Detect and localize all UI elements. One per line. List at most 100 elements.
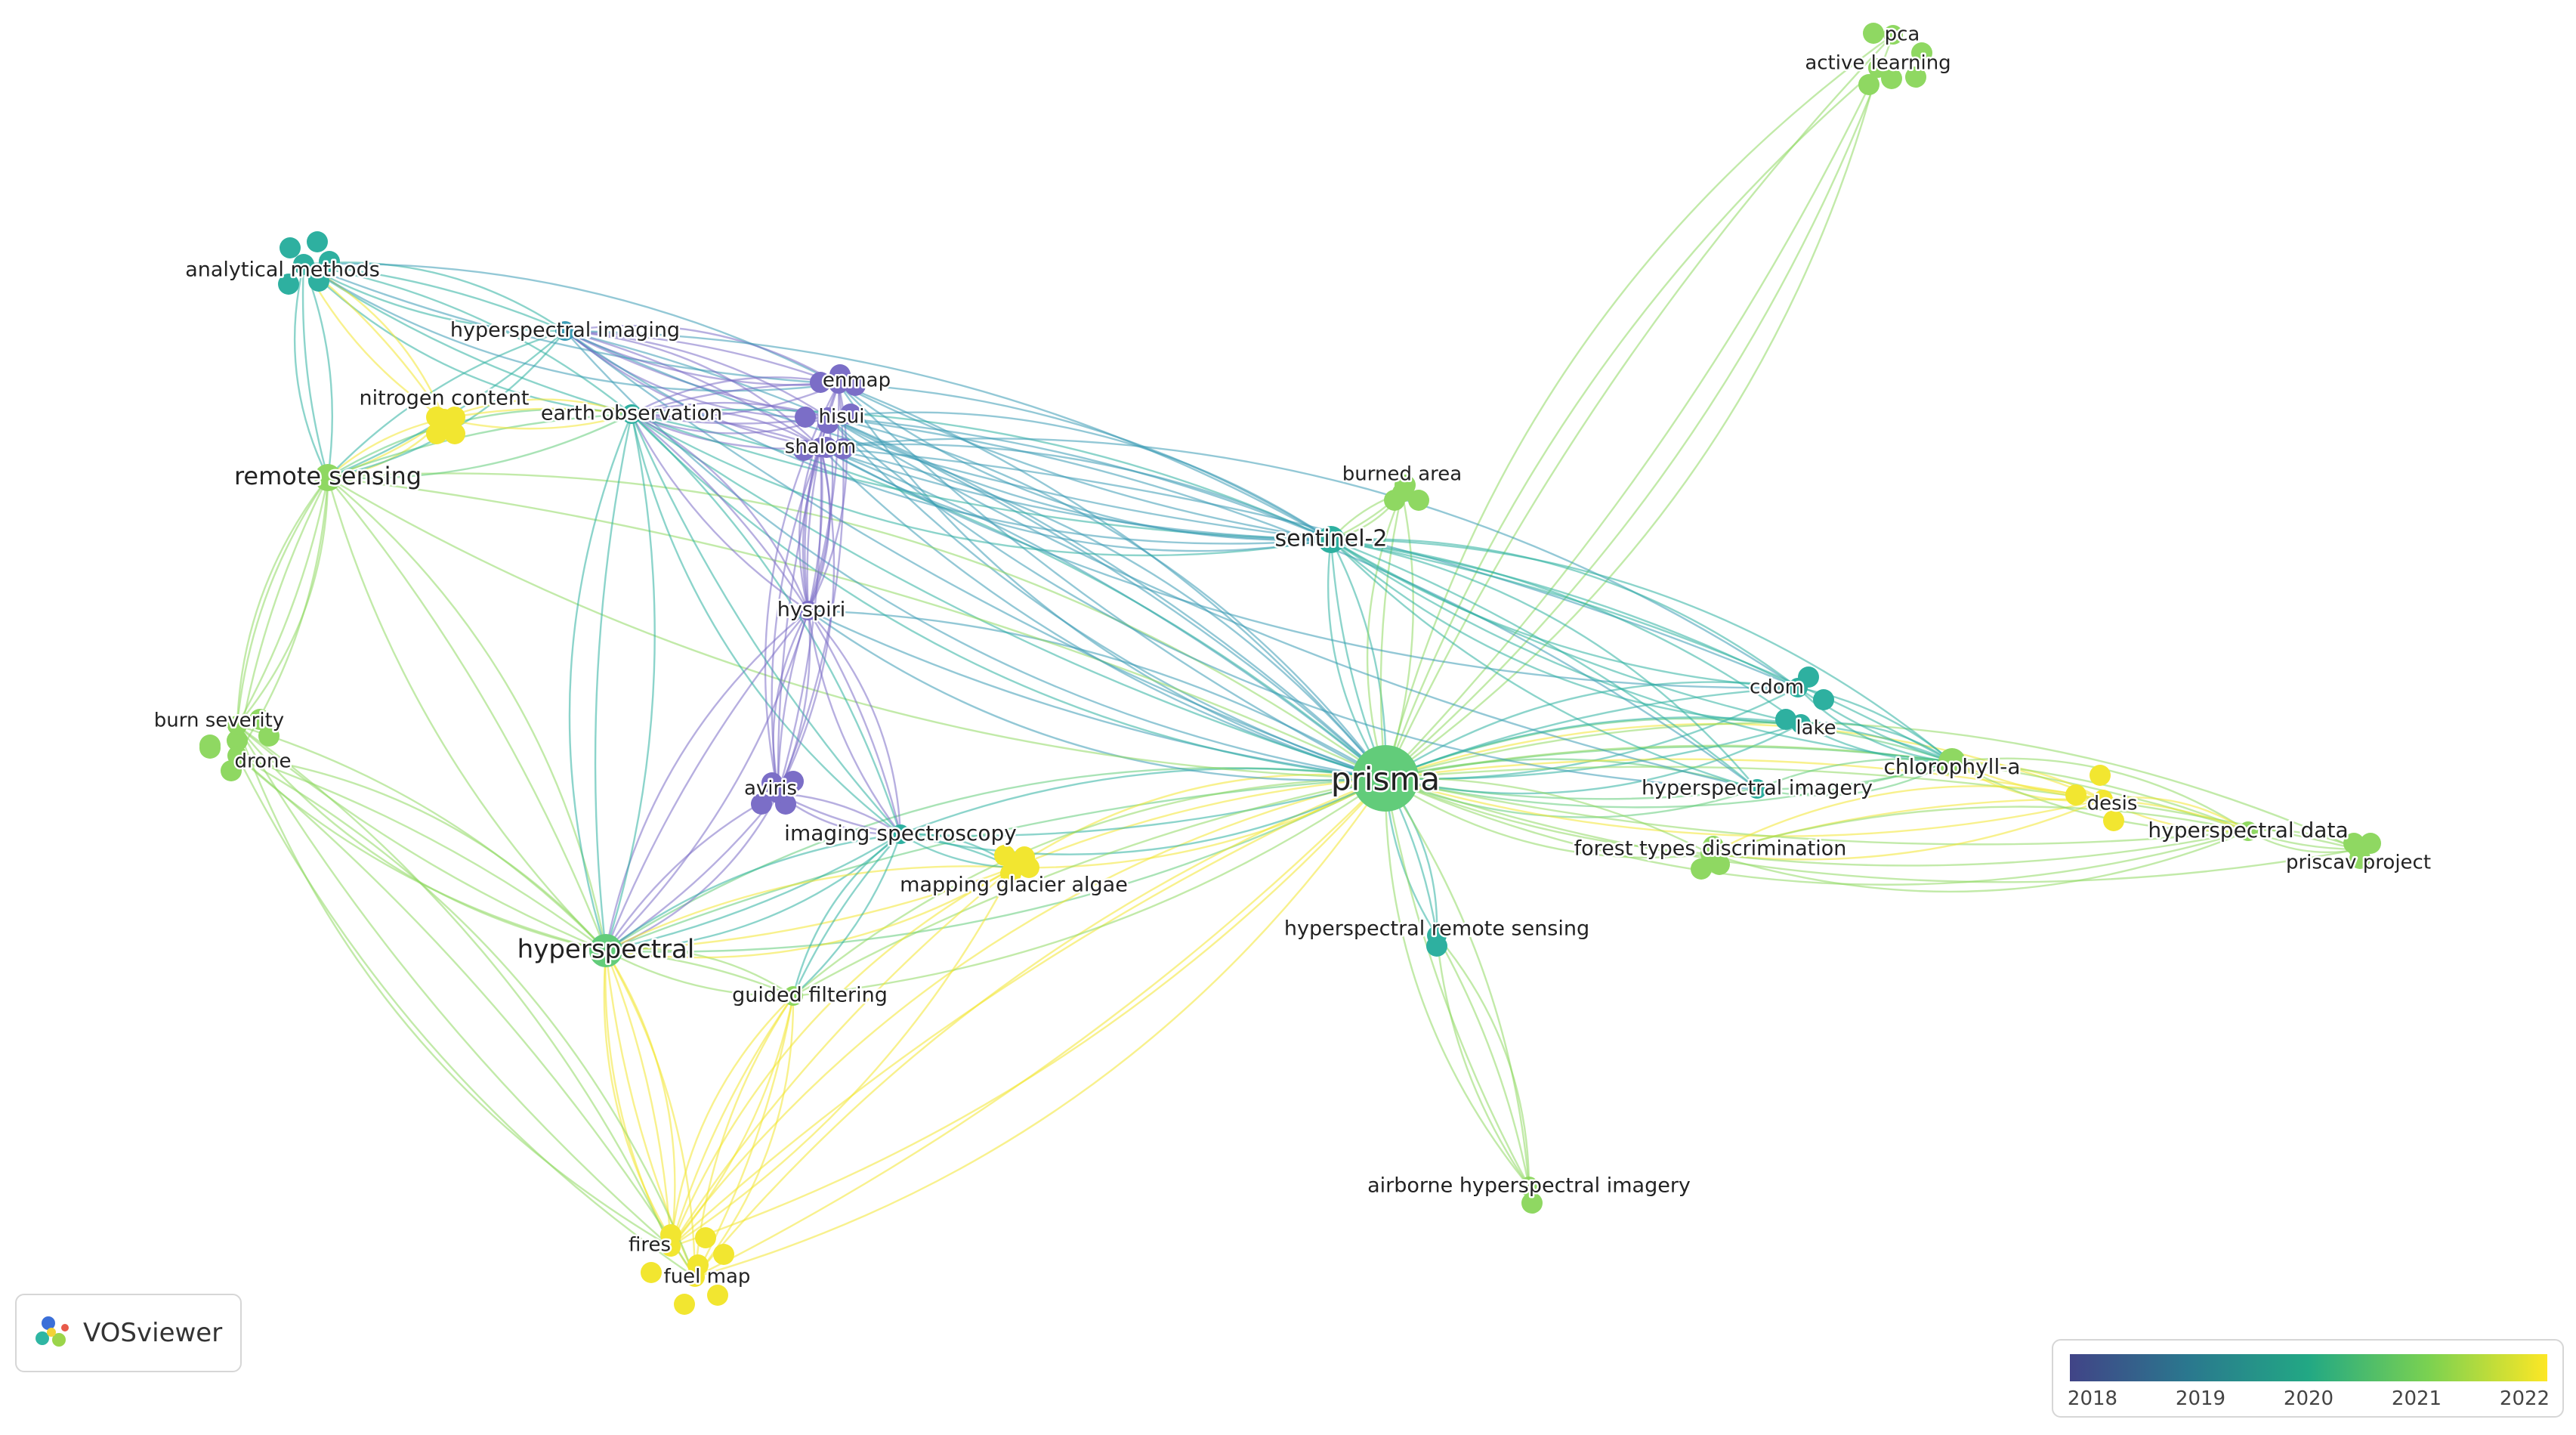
node-drone[interactable] — [227, 746, 247, 765]
node-cluster-dot[interactable] — [832, 438, 854, 459]
node-hyperspectral-imagery[interactable] — [1747, 779, 1767, 799]
node-cluster-dot[interactable] — [751, 793, 772, 815]
node-analytical-methods[interactable] — [294, 255, 314, 274]
node-cluster-dot[interactable] — [444, 423, 465, 444]
node-nitrogen-content[interactable] — [434, 409, 454, 428]
label-hyperspectral-imagery[interactable]: hyperspectral imagery — [1639, 775, 1874, 802]
node-guided-filtering[interactable] — [783, 986, 803, 1006]
node-cluster-dot[interactable] — [810, 372, 831, 393]
node-cluster-dot[interactable] — [1775, 709, 1796, 730]
node-fires[interactable] — [661, 1237, 681, 1257]
node-hyperspectral-imaging[interactable] — [555, 321, 575, 341]
node-cluster-dot[interactable] — [1905, 66, 1926, 88]
node-enmap[interactable] — [829, 374, 848, 394]
label-chlorophyll-a[interactable]: chlorophyll-a — [1882, 753, 2022, 781]
node-lake[interactable] — [1791, 714, 1811, 734]
label-fuel-map[interactable]: fuel map — [662, 1263, 752, 1290]
label-enmap[interactable]: enmap — [820, 367, 892, 394]
node-forest-types-discrimination[interactable] — [1700, 844, 1720, 864]
node-cluster-dot[interactable] — [280, 237, 301, 258]
node-cluster-dot[interactable] — [1881, 68, 1902, 89]
label-fires[interactable]: fires — [626, 1232, 672, 1258]
node-cluster-dot[interactable] — [2065, 784, 2086, 806]
node-priscav-project[interactable] — [2349, 840, 2368, 859]
label-drone[interactable]: drone — [233, 748, 293, 775]
node-cluster-dot[interactable] — [308, 271, 329, 292]
label-pca[interactable]: pca — [1883, 21, 1922, 48]
node-cluster-dot[interactable] — [713, 1244, 734, 1265]
label-priscav-project[interactable]: priscav project — [2284, 849, 2432, 876]
node-chlorophyll-a[interactable] — [1938, 748, 1966, 775]
label-burned-area[interactable]: burned area — [1340, 461, 1463, 487]
node-cluster-dot[interactable] — [1858, 74, 1879, 95]
node-cluster-dot[interactable] — [221, 760, 242, 781]
label-aviris[interactable]: aviris — [742, 775, 798, 802]
node-cluster-dot[interactable] — [426, 423, 447, 444]
node-cluster-dot[interactable] — [641, 1262, 662, 1283]
label-hyperspectral[interactable]: hyperspectral — [515, 932, 697, 966]
node-cluster-dot[interactable] — [319, 251, 340, 272]
node-imaging-spectroscopy[interactable] — [891, 824, 910, 844]
label-earth-observation[interactable]: earth observation — [539, 400, 724, 427]
node-aviris[interactable] — [768, 784, 788, 803]
node-pca[interactable] — [1883, 25, 1903, 45]
node-cluster-dot[interactable] — [2090, 765, 2111, 786]
node-cluster-dot[interactable] — [1018, 857, 1039, 878]
node-cluster-dot[interactable] — [278, 274, 299, 295]
node-cluster-dot[interactable] — [1408, 490, 1429, 511]
label-hyperspectral-imaging[interactable]: hyperspectral imaging — [448, 317, 681, 344]
node-cluster-dot[interactable] — [793, 440, 814, 461]
node-cluster-dot[interactable] — [1863, 23, 1884, 44]
node-hyperspectral[interactable] — [589, 934, 622, 967]
node-hyperspectral-remote-sensing[interactable] — [1427, 926, 1447, 945]
node-cluster-dot[interactable] — [227, 730, 248, 751]
label-cdom[interactable]: cdom — [1747, 674, 1805, 700]
node-cluster-dot[interactable] — [674, 1294, 695, 1315]
node-cluster-dot[interactable] — [1691, 858, 1712, 880]
node-active-learning[interactable] — [1868, 58, 1888, 78]
node-sentinel-2[interactable] — [1317, 526, 1345, 553]
node-shalom[interactable] — [811, 438, 830, 457]
label-imaging-spectroscopy[interactable]: imaging spectroscopy — [783, 819, 1019, 848]
label-shalom[interactable]: shalom — [783, 434, 857, 460]
label-hyperspectral-remote-sensing[interactable]: hyperspectral remote sensing — [1282, 915, 1591, 942]
node-hyperspectral-data[interactable] — [2238, 821, 2258, 841]
node-cluster-dot[interactable] — [1813, 689, 1834, 710]
node-desis[interactable] — [2093, 790, 2113, 809]
node-cluster-dot[interactable] — [840, 404, 861, 425]
label-nitrogen-content[interactable]: nitrogen content — [357, 385, 531, 412]
node-prisma[interactable] — [1352, 745, 1419, 812]
label-remote-sensing[interactable]: remote sensing — [232, 460, 423, 493]
node-hisui[interactable] — [818, 407, 838, 427]
label-lake[interactable]: lake — [1794, 715, 1838, 741]
node-cdom[interactable] — [1788, 678, 1808, 697]
label-sentinel-2[interactable]: sentinel-2 — [1273, 524, 1389, 554]
label-active-learning[interactable]: active learning — [1803, 50, 1953, 76]
node-cluster-dot[interactable] — [2103, 810, 2124, 831]
node-cluster-dot[interactable] — [795, 407, 816, 428]
label-hyspiri[interactable]: hyspiri — [775, 596, 847, 623]
node-burned-area[interactable] — [1392, 483, 1412, 503]
node-cluster-dot[interactable] — [199, 735, 221, 756]
label-analytical-methods[interactable]: analytical methods — [184, 256, 382, 283]
label-hyperspectral-data[interactable]: hyperspectral data — [2146, 816, 2350, 845]
node-cluster-dot[interactable] — [783, 771, 804, 792]
node-cluster-dot[interactable] — [307, 231, 328, 252]
label-guided-filtering[interactable]: guided filtering — [730, 982, 890, 1009]
label-airborne-hyperspectral-imagery[interactable]: airborne hyperspectral imagery — [1366, 1172, 1693, 1199]
label-forest-types-discrimination[interactable]: forest types discrimination — [1572, 835, 1849, 862]
node-hyspiri[interactable] — [798, 601, 818, 620]
label-desis[interactable]: desis — [2085, 790, 2139, 817]
node-cluster-dot[interactable] — [1521, 1192, 1543, 1214]
node-remote-sensing[interactable] — [314, 464, 341, 491]
node-mapping-glacier-algae[interactable] — [1004, 858, 1024, 877]
node-airborne-hyperspectral-imagery[interactable] — [1519, 1177, 1539, 1196]
node-earth-observation[interactable] — [622, 404, 641, 424]
node-fuel-map[interactable] — [685, 1267, 705, 1287]
node-cluster-dot[interactable] — [695, 1227, 716, 1248]
node-burn-severity[interactable] — [227, 716, 247, 735]
node-cluster-dot[interactable] — [258, 725, 280, 747]
node-cluster-dot[interactable] — [1911, 42, 1932, 63]
node-cluster-dot[interactable] — [845, 375, 866, 396]
node-cluster-dot[interactable] — [249, 709, 270, 730]
